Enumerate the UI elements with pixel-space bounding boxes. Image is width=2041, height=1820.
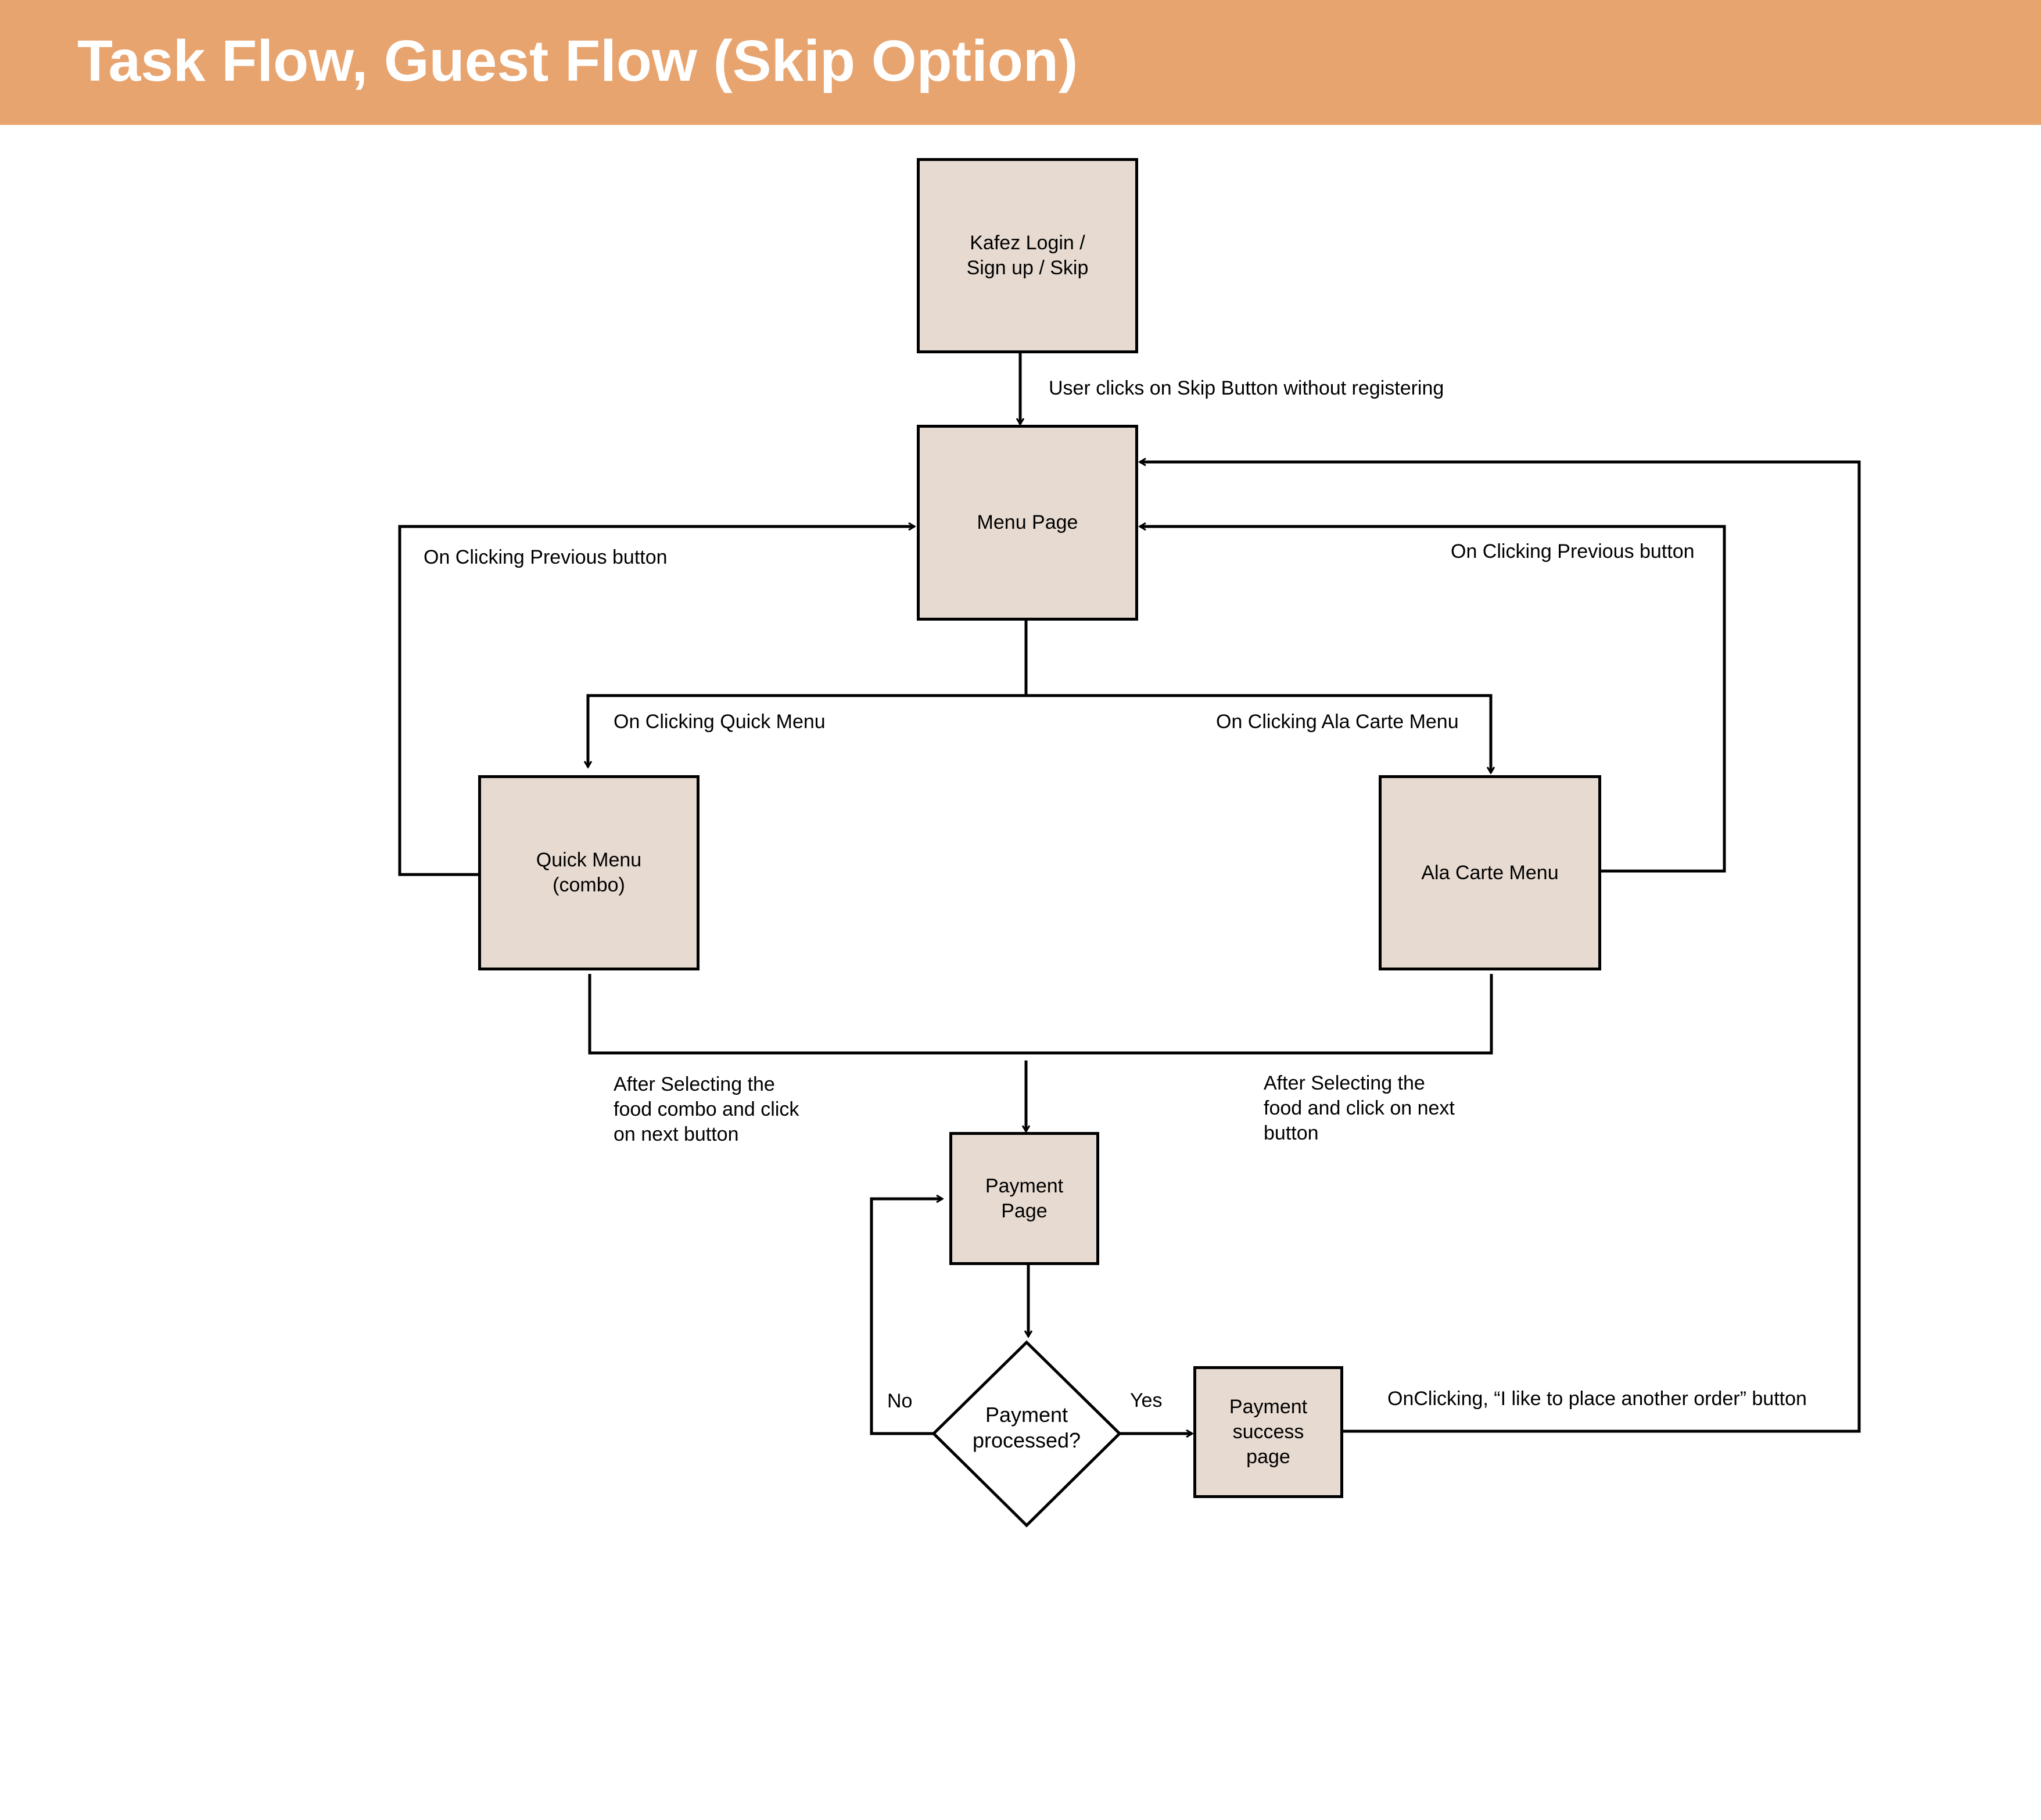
- quick-menu-label: Quick Menu (combo): [536, 849, 642, 896]
- decision-label: Payment processed?: [972, 1403, 1081, 1452]
- login-node-label: Kafez Login / Sign up / Skip: [966, 232, 1089, 279]
- ala-carte-edge-label: On Clicking Ala Carte Menu: [1216, 711, 1459, 733]
- connector-quick-previous: [398, 526, 914, 876]
- payment-page-node: Payment Page: [949, 1132, 1099, 1265]
- skip-label: User clicks on Skip Button without regis…: [1049, 377, 1444, 399]
- connector-alacarte-previous: [1140, 526, 1726, 873]
- another-order-label: OnClicking, “I like to place another ord…: [1387, 1388, 1807, 1410]
- menu-page-label: Menu Page: [977, 511, 1078, 533]
- menu-page-node: Menu Page: [917, 425, 1138, 621]
- connector-merge: [588, 974, 1493, 1055]
- login-node: Kafez Login / Sign up / Skip: [917, 158, 1138, 353]
- after-food-label: After Selecting the food and click on ne…: [1264, 1072, 1455, 1144]
- decision-diamond: [931, 1340, 1122, 1528]
- payment-success-label: Payment success page: [1229, 1396, 1308, 1468]
- payment-page-label: Payment Page: [985, 1174, 1064, 1222]
- ala-carte-label: Ala Carte Menu: [1421, 861, 1559, 884]
- no-label: No: [887, 1390, 913, 1412]
- payment-success-node: Payment success page: [1193, 1366, 1343, 1498]
- quick-menu-node: Quick Menu (combo): [478, 775, 700, 970]
- page-title: Task Flow, Guest Flow (Skip Option): [77, 28, 1078, 94]
- connector-another-order: [1140, 462, 1861, 1433]
- previous-left-label: On Clicking Previous button: [424, 546, 668, 568]
- title-banner: Task Flow, Guest Flow (Skip Option): [0, 0, 2041, 125]
- connector-no-loop: [870, 1199, 942, 1435]
- after-combo-label: After Selecting the food combo and click…: [614, 1073, 799, 1145]
- connector-menu-to-quick: [588, 619, 1028, 767]
- previous-right-label: On Clicking Previous button: [1451, 540, 1695, 563]
- yes-label: Yes: [1130, 1389, 1163, 1411]
- connector-menu-to-alacarte: [1026, 694, 1491, 773]
- ala-carte-node: Ala Carte Menu: [1379, 775, 1601, 970]
- quick-menu-edge-label: On Clicking Quick Menu: [614, 711, 826, 733]
